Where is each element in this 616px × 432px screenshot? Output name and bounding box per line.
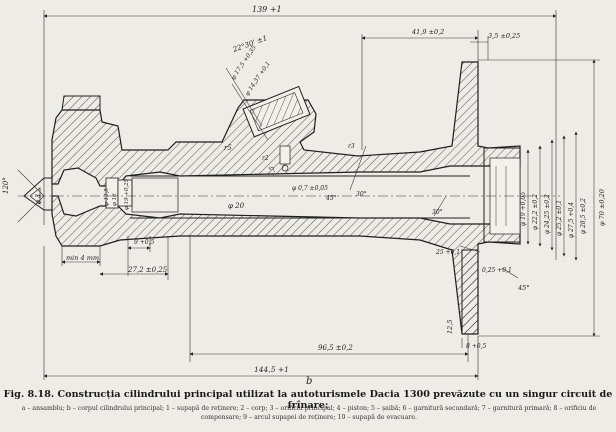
dim-boss-dia-2: φ 14,37 +0,1 <box>244 60 272 97</box>
dim-dia-e: φ 27,5 +0,4 <box>568 202 575 238</box>
dim-len-8: 8 +0,5 <box>466 343 486 350</box>
dim-small-dia-3: φ 12,5 <box>104 188 110 206</box>
technical-drawing: 139 +1 41,9 ±0,2 3,5 ±0,25 22°30' ±1 φ 1… <box>2 5 606 380</box>
dim-end-angle: 120° <box>2 177 10 194</box>
dim-dia-a: φ 19 +0,05 <box>520 192 527 226</box>
dim-port-dia: φ 0,7 ±0,05 <box>292 185 328 192</box>
dim-len-27: 27,2 ±0,25 <box>127 266 168 274</box>
dim-dia-g: φ 70 ±0,20 <box>598 189 606 226</box>
bottom-dimension-lines <box>43 236 479 380</box>
dim-bore-angle-3: 30° <box>432 209 443 216</box>
dim-len-12: 12,5 <box>446 320 454 334</box>
dim-small-25: 25 +0,1 <box>435 249 460 256</box>
dim-small-r1: 0,25 +0,1 <box>482 267 512 274</box>
dim-dia-c: φ 24,25 ±0,2 <box>544 194 551 234</box>
dim-hole-dia: 1,5 <box>269 166 276 176</box>
leader-lines <box>17 67 519 279</box>
dim-flange-thick: 3,5 ±0,25 <box>488 32 520 40</box>
dim-bore-dia-main: φ 20 <box>228 202 245 210</box>
dim-angle-45: 45° <box>517 284 530 292</box>
cylinder-body <box>23 61 521 335</box>
dim-len-144: 144,5 +1 <box>254 365 289 374</box>
dim-radius-r2: r2 <box>262 155 269 162</box>
figure-caption-title: Fig. 8.18. Construcția cilindrului princ… <box>3 389 613 411</box>
dim-bore-angle-2: 30° <box>356 191 367 198</box>
figure-caption-legend: a – ansamblu; b – corpul cilindrului pri… <box>21 405 597 421</box>
dim-dia-f: φ 28,5 ±0,2 <box>580 198 587 234</box>
dim-dia-d: φ 25,2 ±0,1 <box>556 200 563 236</box>
dim-min-len: min 4 mm <box>66 254 99 262</box>
dim-overall-length: 139 +1 <box>252 5 282 14</box>
dim-end-dia: φ 3 <box>35 194 42 204</box>
dim-len-9: 9 +0,5 <box>134 239 154 246</box>
right-diameter-lines <box>478 59 600 337</box>
dim-bore-angle-1: 45° <box>325 195 337 202</box>
dim-small-dia-2: φ 19 +0,25 <box>124 178 130 210</box>
dim-radius-r3: r3 <box>348 143 355 150</box>
dim-dia-b: φ 22,2 ±0,2 <box>532 194 539 230</box>
dim-small-dia-1: φ 16 <box>112 193 118 206</box>
dim-flange-to-end: 41,9 ±0,2 <box>411 28 444 36</box>
dim-radius-r5: r5 <box>224 144 232 152</box>
dim-len-96: 96,5 ±0,2 <box>318 344 353 352</box>
subfigure-label: b <box>306 376 313 387</box>
top-dimension-lines <box>43 10 557 260</box>
